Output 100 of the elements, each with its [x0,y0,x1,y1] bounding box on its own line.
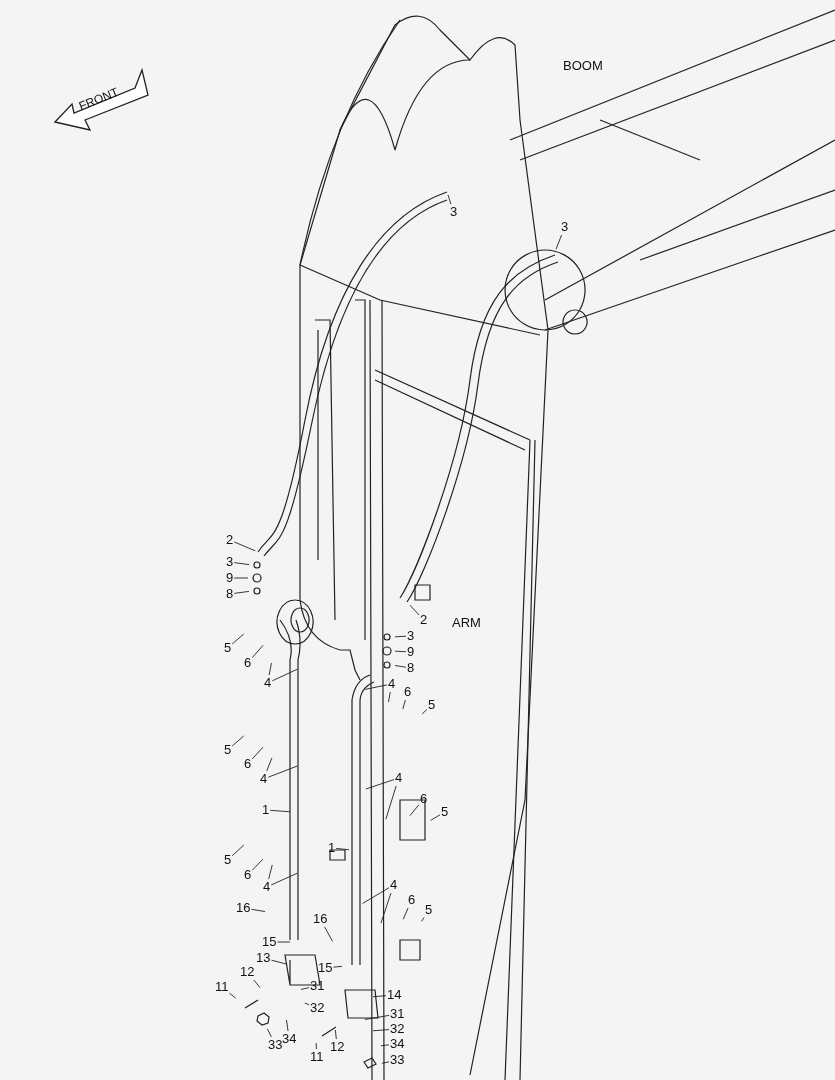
callout-number: 33 [390,1053,405,1067]
leader-line [304,1002,310,1006]
leader-line [402,699,406,710]
callout-number: 32 [390,1022,405,1036]
leader-line [385,785,397,820]
callout-number: 3 [226,555,234,569]
leader-line [251,746,264,760]
callout-number: 6 [404,685,412,699]
callout-number: 3 [407,629,415,643]
leader-line [362,887,390,904]
callout-number: 12 [330,1040,345,1054]
leader-line [270,872,298,886]
callout-number: 14 [387,988,402,1002]
callout-number: 5 [441,805,449,819]
callout-number: 5 [425,903,433,917]
callout-number: 3 [561,220,569,234]
callout-number: 31 [310,979,325,993]
leader-line [277,941,291,943]
callout-number: 2 [226,533,234,547]
leader-line [268,864,273,880]
leader-line [251,644,264,659]
leader-line [251,908,266,912]
callout-number: 33 [268,1038,283,1052]
leader-line [394,650,407,653]
callout-number: 8 [226,587,234,601]
callout-number: 5 [428,698,436,712]
callout-number: 31 [390,1007,405,1021]
leader-line [372,1029,390,1032]
part-label: ARM [452,615,481,630]
callout-number: 9 [407,645,415,659]
leader-line [364,684,388,690]
leader-line [430,814,441,821]
leader-line [231,844,245,857]
leader-line [555,234,562,250]
leader-line [394,665,407,668]
callout-number: 15 [318,961,333,975]
callout-number: 16 [313,912,328,926]
leader-line [315,1042,317,1050]
leader-line [286,1019,289,1032]
callout-number: 4 [263,880,271,894]
callout-number: 11 [310,1050,324,1064]
callout-number: 16 [236,901,251,915]
leader-line [388,691,391,703]
callout-number: 6 [420,792,428,806]
leader-line [253,979,261,989]
leader-line [365,779,395,790]
callout-number: 5 [224,743,232,757]
callout-number: 4 [395,771,403,785]
callout-number: 8 [407,661,415,675]
leader-line [402,907,409,920]
leader-line [421,708,428,715]
leader-line [447,194,452,205]
leader-line [333,965,343,968]
leader-line [271,668,298,682]
leader-line [233,590,250,594]
callout-number: 4 [390,878,398,892]
leader-line [335,848,350,851]
leader-line [381,1061,390,1064]
leader-line [421,917,425,922]
callout-number: 32 [310,1001,325,1015]
callout-number: 9 [226,571,234,585]
leader-line [271,959,288,965]
leader-line [380,1044,390,1047]
callout-number: 15 [262,935,277,949]
leader-line [229,992,237,999]
callout-number: 4 [264,676,272,690]
leader-line [266,757,273,772]
leader-line [251,858,264,871]
leader-line [394,635,407,638]
callout-number: 6 [408,893,416,907]
leader-line [266,1028,272,1038]
leader-line [269,809,291,813]
callout-number: 13 [256,951,271,965]
callout-number: 3 [450,205,458,219]
callout-number: 6 [244,757,252,771]
leader-line [233,562,250,566]
leader-line [409,804,420,817]
callout-number: 11 [215,980,229,994]
leader-line [324,926,333,942]
leader-line [268,662,272,676]
callout-number: 6 [244,656,252,670]
callout-number: 4 [260,772,268,786]
leader-line [372,995,387,998]
callout-number: 34 [282,1032,297,1046]
leader-line [364,1014,390,1020]
part-label: BOOM [563,58,603,73]
leader-line [267,765,298,778]
callout-number: 5 [224,853,232,867]
leader-line [380,892,392,924]
callout-number: 5 [224,641,232,655]
callout-number: 1 [328,841,336,855]
callout-number: 2 [420,613,428,627]
callout-number: 34 [390,1037,405,1051]
callout-number: 4 [388,677,396,691]
leader-line [231,633,245,645]
leader-line [409,604,420,616]
leader-line [233,541,256,552]
leader-line [300,987,310,990]
callout-number: 12 [240,965,255,979]
leader-line [233,577,249,579]
